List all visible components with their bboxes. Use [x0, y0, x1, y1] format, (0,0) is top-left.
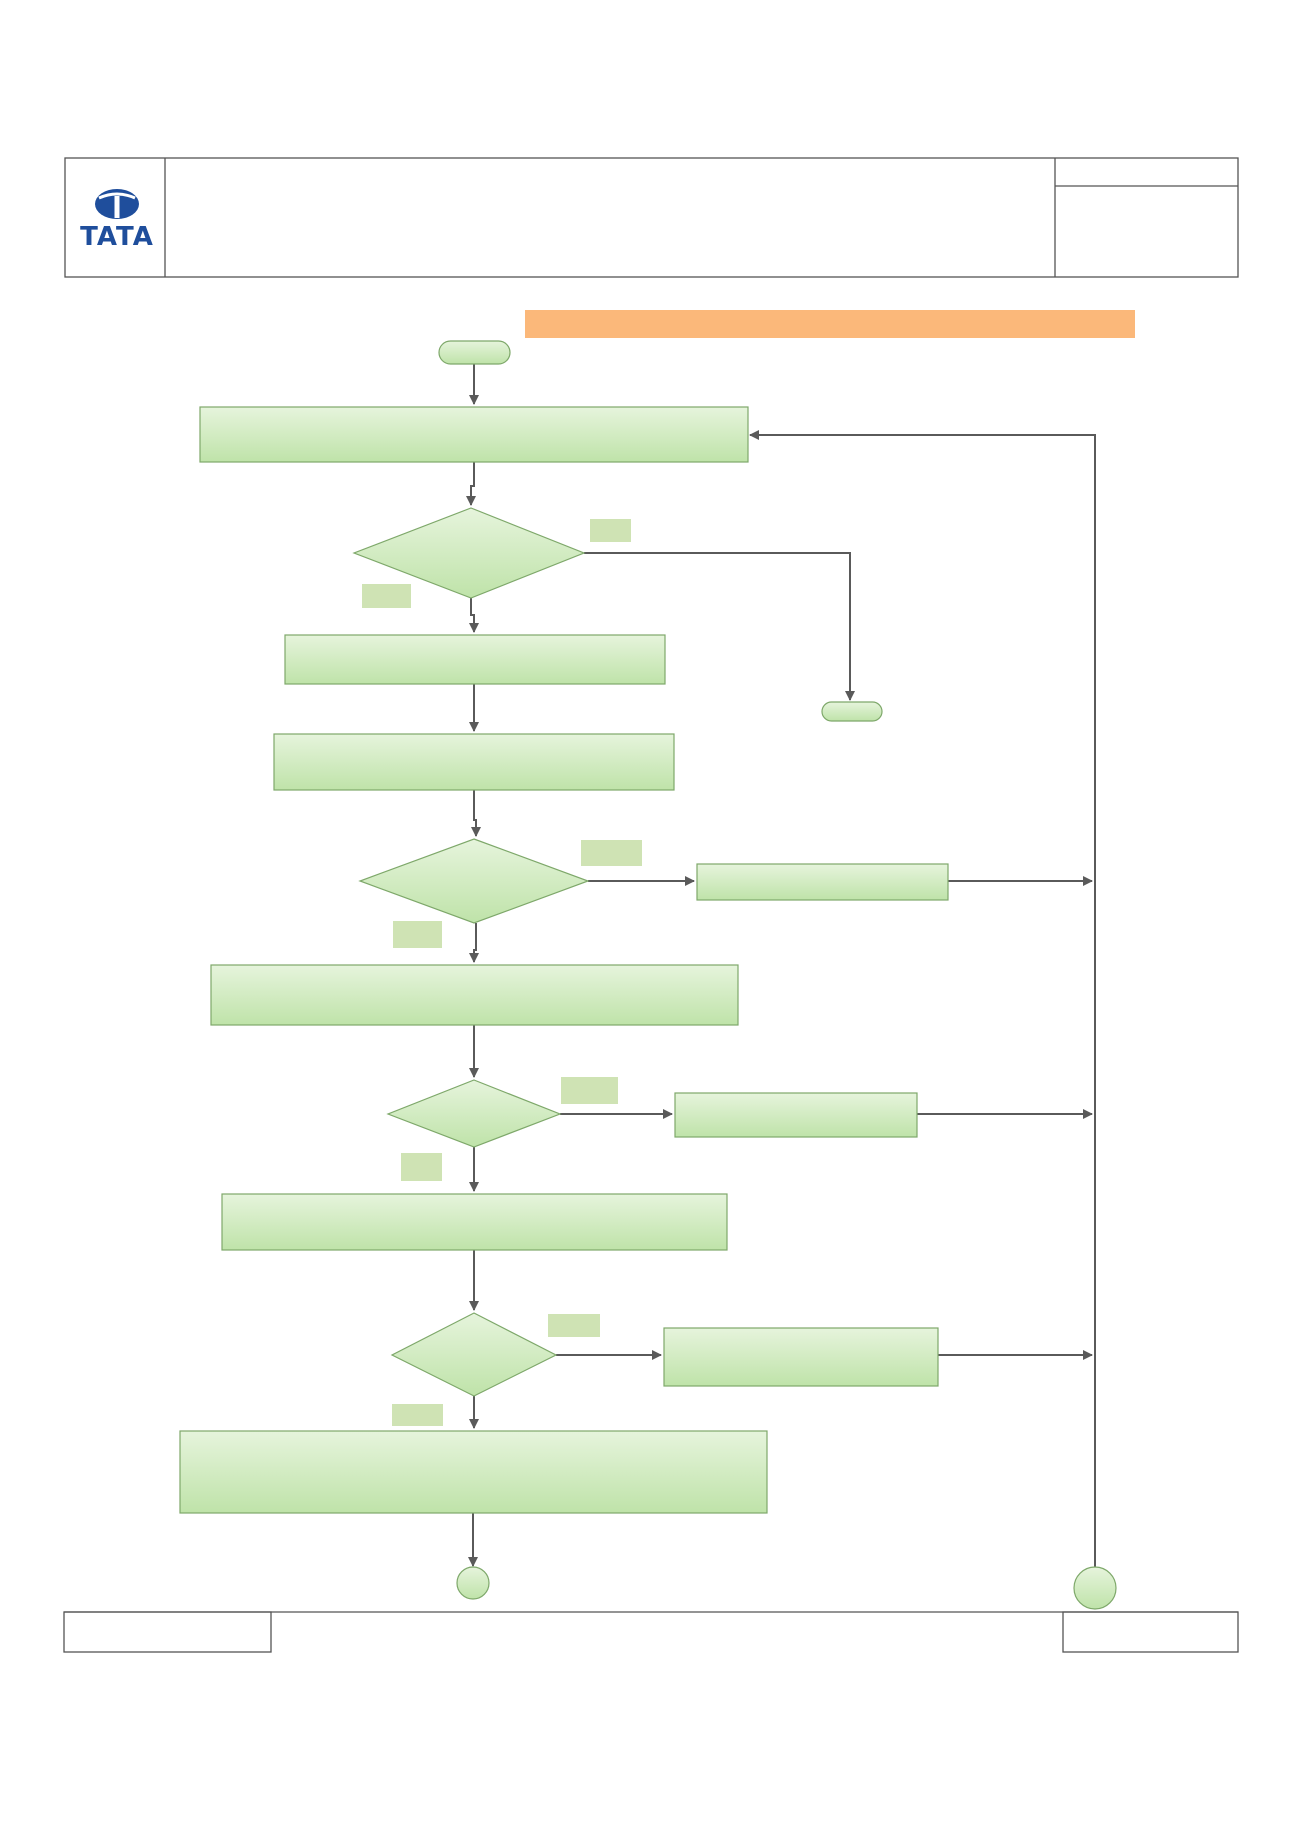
start-terminator	[438, 340, 511, 365]
header-block: TATA	[64, 157, 1239, 278]
side-process-2	[674, 1092, 918, 1138]
section-banner	[525, 310, 1135, 338]
process-2	[284, 634, 666, 685]
off-page-connector-right	[1073, 1566, 1117, 1610]
tata-logo: TATA	[80, 189, 154, 252]
decision-2	[358, 838, 590, 924]
process-4	[210, 964, 739, 1026]
connectors	[466, 363, 1096, 1568]
decision-1	[352, 507, 586, 599]
no-tags	[362, 584, 443, 1426]
decision-3	[386, 1079, 562, 1148]
yes-tags	[548, 519, 642, 1337]
logo-text: TATA	[80, 222, 154, 252]
off-page-connector-left	[456, 1566, 490, 1600]
process-5	[221, 1193, 728, 1251]
process-6	[179, 1430, 768, 1514]
process-1	[199, 406, 749, 463]
side-process-3	[663, 1327, 939, 1387]
footer-left-cell	[63, 1611, 272, 1653]
decision-4	[390, 1312, 558, 1397]
header-frame	[64, 157, 1239, 278]
end-terminator	[821, 701, 883, 722]
process-3	[273, 733, 675, 791]
side-process-1	[696, 863, 949, 901]
footer-right-cell	[1062, 1611, 1239, 1653]
footer-block	[63, 1611, 1239, 1653]
tata-emblem-icon	[95, 189, 139, 219]
